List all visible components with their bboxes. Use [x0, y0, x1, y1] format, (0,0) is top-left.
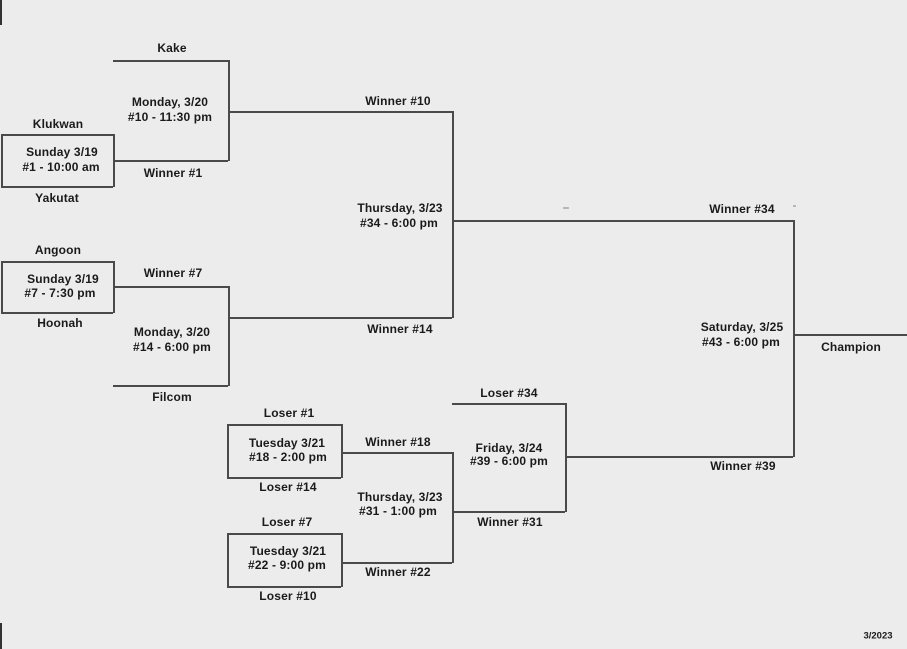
game22-time: #22 - 9:00 pm [248, 558, 326, 572]
game39-bottom-line [452, 511, 565, 513]
game22-box-left-line [227, 533, 229, 587]
game10-vertical-line [228, 60, 230, 161]
game34-time: #34 - 6:00 pm [360, 216, 438, 230]
game10-date: Monday, 3/20 [131, 95, 209, 109]
team-label-yakutat: Yakutat [35, 191, 79, 205]
game31-time: #31 - 1:00 pm [359, 504, 437, 518]
revision-date-stamp: 3/2023 [863, 630, 893, 642]
game1-box-left-line [1, 134, 3, 187]
game10-bottom-line [113, 160, 228, 162]
team-label-hoonah: Hoonah [37, 316, 83, 330]
game22-box-bottom-line [227, 586, 341, 588]
game34-top-line [228, 111, 452, 113]
winner34-label: Winner #34 [709, 202, 775, 216]
game22-box-right-line [341, 533, 343, 587]
champion-line [793, 334, 907, 336]
scan-edge-artifact-bottom [0, 623, 2, 649]
game7-box-bottom-line [1, 312, 113, 314]
game39-top-line [452, 403, 565, 405]
game31-bottom-line [341, 562, 452, 564]
game14-date: Monday, 3/20 [133, 325, 211, 339]
champion-label: Champion [821, 340, 881, 354]
game43-bottom-line [565, 456, 793, 458]
game1-box-bottom-line [1, 186, 113, 188]
game43-time: #43 - 6:00 pm [702, 335, 780, 349]
game14-top-line [113, 286, 228, 288]
game43-vertical-line [793, 220, 795, 457]
game18-box-left-line [227, 424, 229, 478]
game31-top-line [341, 452, 452, 454]
game18-date: Tuesday 3/21 [248, 436, 326, 450]
game22-date: Tuesday 3/21 [249, 544, 327, 558]
game1-box-top-line [1, 134, 113, 136]
game14-time: #14 - 6:00 pm [133, 340, 211, 354]
game39-time: #39 - 6:00 pm [470, 454, 548, 468]
game10-top-seed-line [113, 60, 228, 62]
winner7-label: Winner #7 [143, 266, 203, 280]
scan-edge-artifact-top [0, 0, 2, 25]
game43-date: Saturday, 3/25 [700, 320, 784, 334]
team-label-filcom: Filcom [152, 390, 192, 404]
winner1-label: Winner #1 [143, 166, 203, 180]
game34-bottom-line [228, 317, 452, 319]
loser34-label: Loser #34 [480, 386, 538, 400]
game39-date: Friday, 3/24 [475, 441, 543, 455]
game7-box-top-line [1, 261, 113, 263]
game1-box-right-line [113, 134, 115, 187]
team-label-angoon: Angoon [34, 243, 82, 257]
game39-vertical-line [565, 403, 567, 512]
game34-date: Thursday, 3/23 [357, 201, 443, 215]
scan-speck [793, 205, 796, 207]
game22-box-top-line [227, 533, 341, 535]
winner39-label: Winner #39 [710, 459, 776, 473]
game1-time: #1 - 10:00 am [22, 160, 100, 174]
team-label-kake: Kake [157, 41, 187, 55]
winner18-label: Winner #18 [365, 435, 431, 449]
game31-date: Thursday, 3/23 [357, 490, 443, 504]
loser14-label: Loser #14 [259, 480, 317, 494]
game18-box-right-line [341, 424, 343, 478]
loser10-label: Loser #10 [259, 589, 317, 603]
game7-date: Sunday 3/19 [27, 272, 99, 286]
loser1-label: Loser #1 [263, 406, 315, 420]
game31-vertical-line [452, 452, 454, 563]
game14-bottom-seed-line [113, 385, 228, 387]
game14-vertical-line [228, 286, 230, 386]
game7-time: #7 - 7:30 pm [24, 286, 96, 300]
winner31-label: Winner #31 [477, 515, 543, 529]
game10-time: #10 - 11:30 pm [127, 110, 213, 124]
winner10-label: Winner #10 [365, 94, 431, 108]
winner22-label: Winner #22 [365, 565, 431, 579]
loser7-label: Loser #7 [261, 515, 313, 529]
game34-vertical-line [452, 111, 454, 318]
game43-top-line [452, 220, 793, 222]
game18-time: #18 - 2:00 pm [249, 450, 327, 464]
game18-box-top-line [227, 424, 341, 426]
winner14-label: Winner #14 [367, 322, 433, 336]
game1-date: Sunday 3/19 [26, 145, 98, 159]
game7-box-left-line [1, 261, 3, 313]
game18-box-bottom-line [227, 477, 341, 479]
scan-speck [563, 207, 569, 209]
team-label-klukwan: Klukwan [32, 117, 84, 131]
